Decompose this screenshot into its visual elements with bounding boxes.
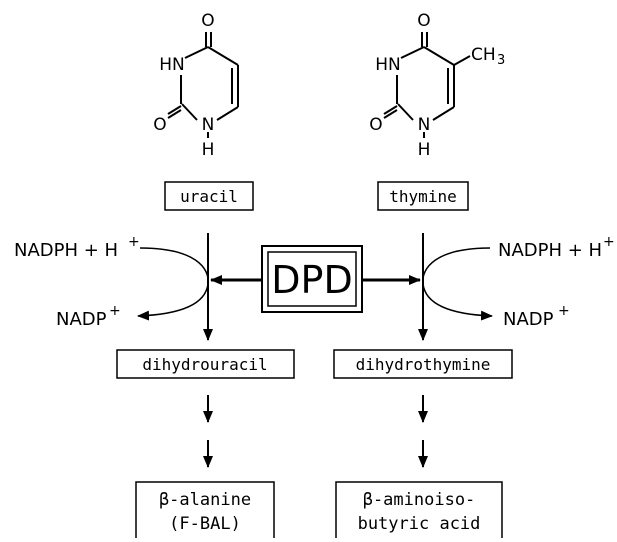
uracil-atom-o-top: O: [201, 11, 214, 31]
uracil-atom-o-left: O: [153, 115, 166, 135]
beta-aminoisobutyric-box: [335, 481, 503, 540]
beta-aminoisobutyric-label-line2: butyric acid: [358, 514, 481, 534]
left-cofactor-out: NADP: [56, 309, 107, 330]
beta-alanine-box: [135, 481, 275, 540]
thymine-atom-h: H: [418, 140, 431, 160]
thymine-label-box: [377, 181, 469, 211]
thymine-substituent-sub: 3: [497, 53, 505, 68]
right-cofactor-in: NADPH + H: [498, 240, 602, 261]
left-cofactor-in: NADPH + H: [14, 240, 118, 261]
enzyme-label: DPD: [271, 258, 352, 302]
dihydrouracil-box: [116, 349, 295, 379]
enzyme-box-outer: [261, 245, 363, 313]
uracil-label-box: [164, 181, 254, 211]
uracil-label: uracil: [180, 187, 238, 206]
uracil-atom-hn: HN: [159, 55, 185, 75]
thymine-atom-n: N: [418, 115, 431, 135]
right-cofactor-out: NADP: [503, 309, 554, 330]
dihydrouracil-label: dihydrouracil: [142, 355, 267, 374]
thymine-structure: [383, 32, 471, 138]
thymine-atom-o-left: O: [369, 115, 382, 135]
uracil-atom-h: H: [202, 140, 215, 160]
left-cofactor-in-charge: +: [128, 234, 140, 250]
left-cofactor-out-charge: +: [109, 303, 121, 319]
right-cofactor-in-charge: +: [603, 234, 615, 250]
thymine-atom-hn: HN: [375, 55, 401, 75]
beta-alanine-label-line1: β-alanine: [159, 490, 251, 510]
dihydrothymine-box: [333, 349, 513, 379]
uracil-structure: [167, 32, 239, 138]
right-cofactor-out-charge: +: [558, 303, 570, 319]
beta-alanine-label-line2: (F-BAL): [169, 514, 241, 534]
dihydrothymine-label: dihydrothymine: [356, 355, 491, 374]
thymine-label: thymine: [389, 187, 456, 206]
uracil-atom-n: N: [202, 115, 215, 135]
thymine-atom-o-top: O: [417, 11, 430, 31]
right-cofactor-curve: [422, 247, 493, 321]
enzyme-box-inner: [267, 251, 357, 307]
beta-aminoisobutyric-label-line1: β-aminoiso-: [363, 490, 476, 510]
thymine-substituent-ch: CH: [471, 45, 496, 65]
left-cofactor-curve: [137, 247, 209, 321]
